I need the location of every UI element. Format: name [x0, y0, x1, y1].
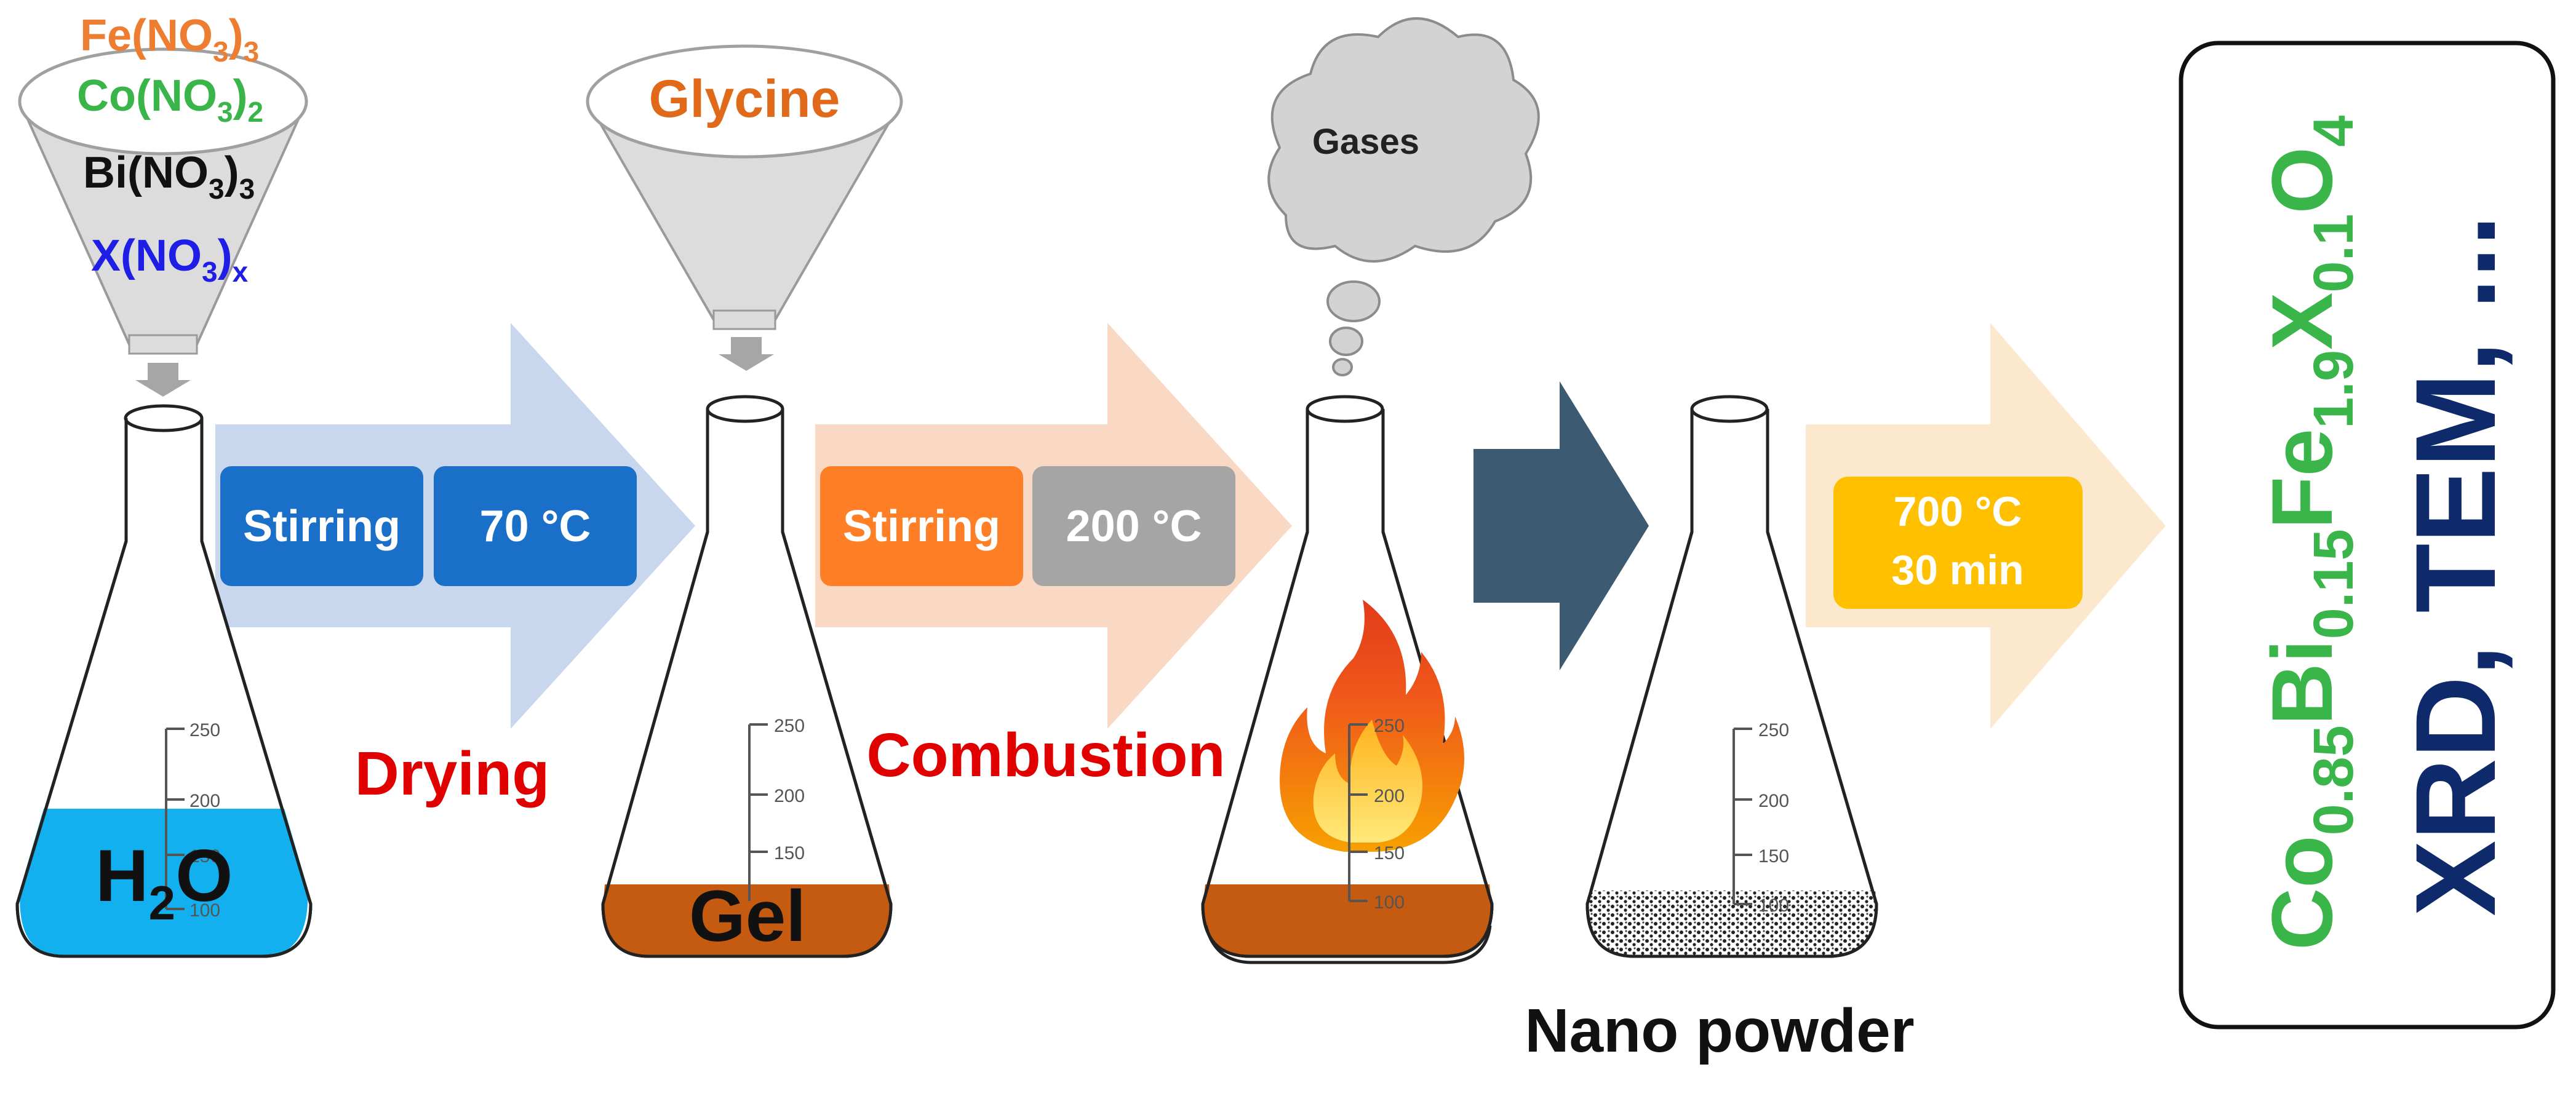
calcination-box	[1833, 477, 2083, 609]
formula-element: O	[2254, 147, 2350, 214]
x-nitrate-label: X(NO3)x	[91, 231, 249, 288]
co-nitrate-label: Co(NO3)2	[77, 71, 263, 128]
down-arrow-icon	[135, 363, 191, 397]
scale-tick-label: 200	[1374, 786, 1405, 806]
characterization-methods: XRD, TEM, ...	[2393, 215, 2519, 916]
combustion-caption: Combustion	[866, 721, 1225, 790]
formula-subscript: 4	[2302, 116, 2365, 147]
transfer-arrow	[1473, 381, 1649, 670]
scale-tick-label: 150	[1374, 843, 1405, 863]
calcination-temp: 700 °C	[1894, 488, 2022, 535]
scale-tick-label: 200	[774, 786, 805, 806]
stirring-label-2: Stirring	[843, 502, 1000, 551]
calcination-time: 30 min	[1891, 547, 2024, 593]
formula-element: X	[2254, 293, 2350, 350]
glycine-funnel	[586, 44, 903, 371]
flask-powder	[1585, 395, 1878, 958]
product-formula: Co0.85Bi0.15Fe1.9X0.1O4	[2254, 116, 2365, 950]
gases-label: Gases	[1312, 122, 1419, 162]
formula-element: Co	[2254, 835, 2350, 950]
scale-tick-label: 100	[1758, 895, 1789, 916]
formula-subscript: 0.1	[2302, 214, 2365, 293]
temp-label-200: 200 °C	[1066, 502, 1202, 551]
fire-icon	[1280, 600, 1464, 852]
formula-subscript: 0.15	[2302, 529, 2365, 639]
water-label: H2O	[95, 835, 233, 930]
scale-tick-label: 100	[1374, 892, 1405, 913]
gas-cloud	[1267, 17, 1540, 376]
scale-tick-label: 100	[189, 900, 220, 921]
scale-tick-label: 250	[1374, 716, 1405, 736]
bi-nitrate-label: Bi(NO3)3	[83, 148, 255, 205]
fe-nitrate-label: Fe(NO3)3	[80, 11, 259, 68]
formula-subscript: 0.85	[2302, 725, 2365, 835]
scale-tick-label: 150	[189, 846, 220, 867]
temp-box-200	[1032, 466, 1235, 586]
scale-tick-label: 250	[1758, 720, 1789, 740]
formula-element: Fe	[2254, 429, 2350, 529]
scale-tick-label: 250	[189, 720, 220, 740]
flask-water	[15, 404, 313, 958]
nitrate-funnel	[18, 47, 308, 397]
formula-subscript: 1.9	[2302, 350, 2365, 429]
scale-tick-label: 150	[1758, 846, 1789, 867]
down-arrow-icon	[719, 337, 774, 371]
flask-gel	[601, 395, 893, 958]
glycine-label: Glycine	[649, 69, 840, 129]
drying-caption: Drying	[355, 739, 550, 808]
stirring-label-1: Stirring	[243, 502, 401, 551]
temp-label-70: 70 °C	[480, 502, 591, 551]
flask-combustion	[1201, 395, 1494, 964]
formula-element: Bi	[2254, 639, 2350, 725]
gel-label: Gel	[689, 876, 806, 957]
nano-powder-caption: Nano powder	[1525, 996, 1914, 1065]
scale-tick-label: 200	[189, 791, 220, 811]
scale-tick-label: 250	[774, 716, 805, 736]
temp-box-70	[434, 466, 637, 586]
scale-tick-label: 200	[1758, 791, 1789, 811]
scale-tick-label: 150	[774, 843, 805, 863]
result-panel	[2179, 41, 2556, 1030]
stirring-box-2	[820, 466, 1023, 586]
stirring-box-1	[220, 466, 423, 586]
